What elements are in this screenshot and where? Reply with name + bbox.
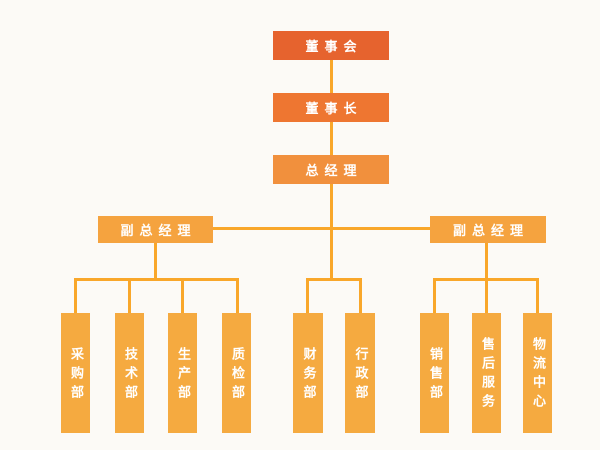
- org-node-after-sales: 售后服务: [472, 313, 501, 433]
- connector-board-chairman: [330, 60, 333, 93]
- connector-drop-purchasing: [74, 278, 77, 313]
- connector-drop-after-sales: [485, 278, 488, 313]
- connector-drop-admin: [359, 278, 362, 313]
- org-node-quality: 质检部: [222, 313, 251, 433]
- connector-gm-spine: [330, 184, 333, 281]
- org-node-board: 董事会: [273, 31, 389, 60]
- connector-chairman-gm: [330, 122, 333, 155]
- org-node-production: 生产部: [168, 313, 197, 433]
- connector-drop-quality: [236, 278, 239, 313]
- connector-left-bus: [74, 278, 239, 281]
- connector-dgm-left-drop: [154, 243, 157, 281]
- org-node-dgm-left: 副总经理: [98, 216, 213, 243]
- org-node-admin: 行政部: [345, 313, 375, 433]
- org-node-purchasing: 采购部: [61, 313, 90, 433]
- connector-drop-production: [181, 278, 184, 313]
- org-node-dgm-right: 副总经理: [430, 216, 546, 243]
- connector-drop-logistics: [536, 278, 539, 313]
- connector-drop-technology: [128, 278, 131, 313]
- connector-middle-bus: [306, 278, 362, 281]
- org-node-technology: 技术部: [115, 313, 144, 433]
- org-node-gm: 总经理: [273, 155, 389, 184]
- connector-drop-sales: [433, 278, 436, 313]
- org-node-logistics: 物流中心: [523, 313, 552, 433]
- connector-dgm-right-drop: [485, 243, 488, 281]
- org-node-chairman: 董事长: [273, 93, 389, 122]
- connector-drop-finance: [306, 278, 309, 313]
- org-node-sales: 销售部: [420, 313, 449, 433]
- org-node-finance: 财务部: [293, 313, 323, 433]
- connector-dgm-crossbar: [213, 227, 430, 230]
